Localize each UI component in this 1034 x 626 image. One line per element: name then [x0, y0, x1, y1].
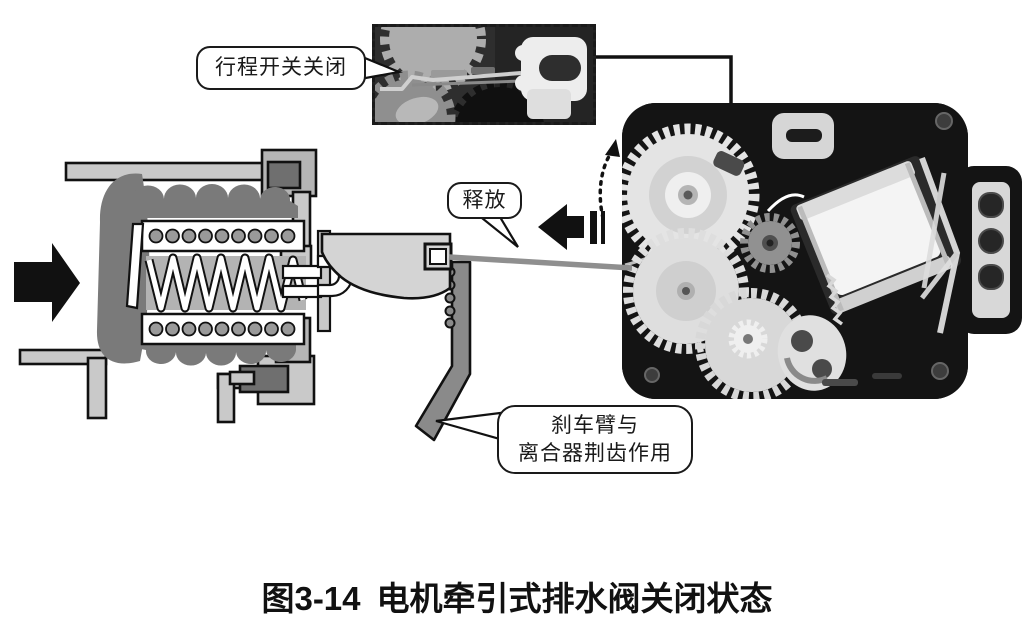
travel-switch-callout: 行程开关关闭: [196, 46, 366, 90]
figure-title: 电机牵引式排水阀关闭状态: [376, 580, 773, 617]
terminal-contact: [978, 264, 1004, 290]
traction-cable: [448, 254, 633, 271]
main-gear: [622, 123, 760, 267]
bearing-channels: [140, 219, 306, 346]
flow-direction-arrow-icon: [14, 243, 80, 322]
case-screws: [644, 112, 953, 383]
switch-closeup-art: [375, 27, 593, 122]
coil-spring: [125, 222, 308, 313]
brake-arm-label-line1: 刹车臂与: [551, 414, 639, 438]
ball-bearings: [148, 228, 296, 337]
release-direction-arrow-icon: [538, 204, 605, 250]
release-callout: 释放: [447, 182, 522, 219]
switch-lever: [380, 71, 522, 91]
gear-teeth: [380, 27, 486, 92]
figure-number: 图3-14: [261, 580, 361, 617]
motor-unit-photo: [622, 103, 968, 399]
terminal-contact: [978, 228, 1004, 254]
figure-caption: 图3-14 电机牵引式排水阀关闭状态: [0, 572, 1034, 620]
motor-unit-art: [622, 103, 968, 399]
lever-plate: [320, 232, 453, 300]
motor-terminal-block: [958, 166, 1022, 334]
switch-roller: [539, 55, 581, 81]
travel-switch-label: 行程开关关闭: [215, 56, 347, 80]
terminal-contact: [978, 192, 1004, 218]
terminal-strip: [972, 182, 1010, 318]
brake-arm: [414, 260, 472, 442]
release-label: 释放: [462, 188, 507, 212]
inset-connector-line: [596, 55, 733, 104]
top-bracket: [772, 113, 834, 159]
gear-rotation-dotted-arrow-icon: [598, 139, 620, 220]
switch-closeup-photo: [372, 24, 596, 125]
pinion-gear: [740, 213, 800, 273]
clutch-cam: [777, 315, 847, 391]
motor-coil: [790, 156, 962, 315]
brake-arm-label-line2: 离合器荆齿作用: [518, 441, 672, 465]
brake-arm-callout: 刹车臂与 离合器荆齿作用: [497, 405, 693, 474]
return-spring: [825, 273, 844, 326]
frame-arms: [919, 156, 961, 334]
